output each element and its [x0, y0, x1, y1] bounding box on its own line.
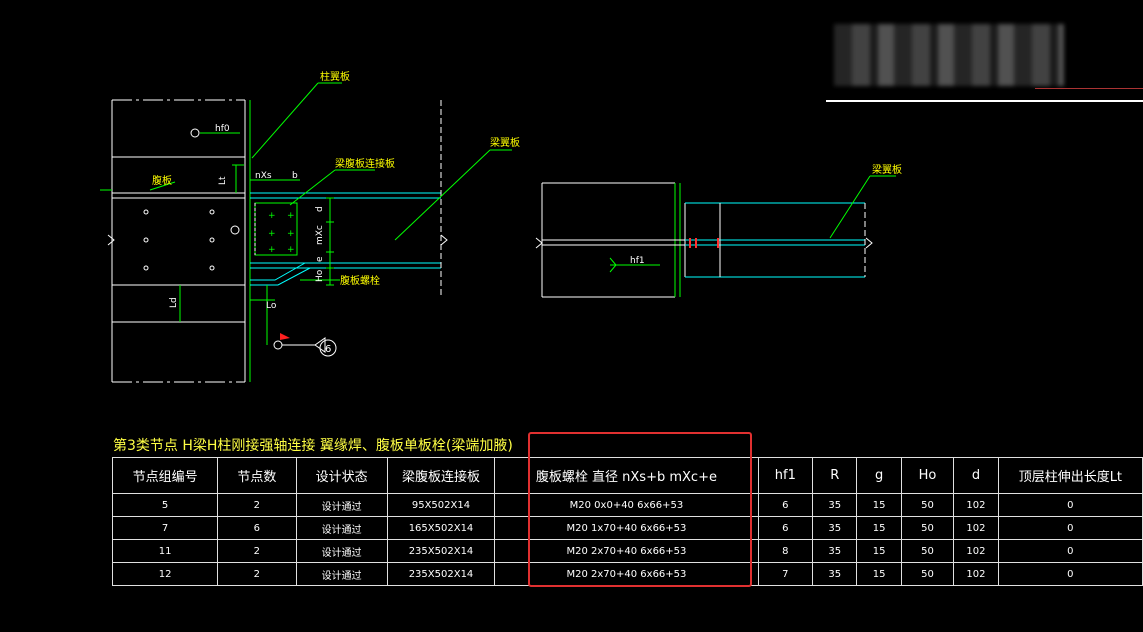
table-cell: 6	[217, 516, 297, 540]
table-cell: 2	[217, 539, 297, 563]
col-header: 节点组编号	[111, 457, 219, 494]
table-cell: 6	[757, 493, 814, 517]
svg-text:+: +	[268, 245, 276, 255]
node-table: 节点组编号 节点数 设计状态 梁腹板连接板 腹板螺栓 直径 nXs+b mXc+…	[111, 457, 1143, 586]
table-cell: 0	[997, 493, 1143, 517]
col-header: 节点数	[217, 457, 297, 494]
table-cell: 102	[953, 562, 999, 586]
table-cell: 102	[953, 539, 999, 563]
table-cell: M20 1x70+40 6x66+53	[494, 516, 759, 540]
col-header: hf1	[757, 457, 814, 494]
table-cell: 35	[812, 493, 858, 517]
table-row: 7 6 设计通过 165X502X14 M20 1x70+40 6x66+53 …	[111, 516, 1143, 540]
beam-flange-label: 梁翼板	[490, 136, 520, 149]
table-cell: 7	[757, 562, 814, 586]
dim-ns-label: nXs	[255, 171, 272, 181]
web-plate-label: 梁腹板连接板	[335, 157, 395, 170]
weld-symbol-label: 6	[325, 344, 331, 355]
table-cell: 11	[111, 539, 219, 563]
table-header-row: 节点组编号 节点数 设计状态 梁腹板连接板 腹板螺栓 直径 nXs+b mXc+…	[111, 457, 1143, 494]
table-cell: 15	[856, 493, 902, 517]
table-cell: 0	[997, 562, 1143, 586]
table-cell: 15	[856, 516, 902, 540]
svg-text:+: +	[287, 229, 295, 239]
beam-flange-right-label: 梁翼板	[872, 163, 902, 176]
table-cell: 35	[812, 562, 858, 586]
table-cell: 50	[900, 539, 955, 563]
table-row: 11 2 设计通过 235X502X14 M20 2x70+40 6x66+53…	[111, 539, 1143, 563]
hf0-label: hf0	[215, 124, 230, 134]
left-connection-detail: + + + + + + Lt	[100, 70, 520, 383]
title-underline	[826, 100, 1143, 102]
table-cell: 15	[856, 539, 902, 563]
dim-ho-label: Ho	[315, 269, 325, 282]
table-cell: 50	[900, 516, 955, 540]
svg-text:+: +	[287, 245, 295, 255]
table-cell: 165X502X14	[386, 516, 496, 540]
svg-text:+: +	[287, 211, 295, 221]
svg-text:+: +	[268, 229, 276, 239]
title-red-line	[1035, 88, 1143, 89]
table-cell: 2	[217, 493, 297, 517]
dim-lo-label: Lo	[266, 301, 277, 311]
column-flange-label: 柱翼板	[320, 70, 350, 83]
dim-ld-label: Ld	[169, 297, 179, 308]
col-header: d	[953, 457, 999, 494]
col-header: R	[812, 457, 858, 494]
table-cell: 设计通过	[295, 562, 388, 586]
redacted-title-block	[834, 24, 1064, 86]
table-cell: 102	[953, 516, 999, 540]
col-header: 顶层柱伸出长度Lt	[997, 457, 1143, 494]
table-cell: 设计通过	[295, 539, 388, 563]
table-cell: 95X502X14	[386, 493, 496, 517]
table-cell: 0	[997, 516, 1143, 540]
table-cell: 35	[812, 539, 858, 563]
dim-b-label: b	[292, 171, 298, 181]
table-cell: 35	[812, 516, 858, 540]
table-cell: M20 2x70+40 6x66+53	[494, 562, 759, 586]
table-cell: 5	[111, 493, 219, 517]
col-header: g	[856, 457, 902, 494]
table-cell: 2	[217, 562, 297, 586]
col-header: 梁腹板连接板	[386, 457, 496, 494]
svg-text:+: +	[268, 211, 276, 221]
table-cell: 7	[111, 516, 219, 540]
table-cell: 50	[900, 562, 955, 586]
table-row: 12 2 设计通过 235X502X14 M20 2x70+40 6x66+53…	[111, 562, 1143, 586]
table-cell: 235X502X14	[386, 562, 496, 586]
table-cell: 235X502X14	[386, 539, 496, 563]
table-cell: 12	[111, 562, 219, 586]
hf1-plan-label: hf1	[630, 256, 645, 266]
table-cell: 0	[997, 539, 1143, 563]
table-cell: 102	[953, 493, 999, 517]
table-cell: 设计通过	[295, 493, 388, 517]
table-cell: 6	[757, 516, 814, 540]
table-cell: 15	[856, 562, 902, 586]
col-header: 设计状态	[295, 457, 388, 494]
dim-e-label: e	[315, 256, 325, 262]
table-cell: 50	[900, 493, 955, 517]
highlight-box-web-bolt-column	[528, 432, 752, 587]
col-header: Ho	[900, 457, 955, 494]
dim-lt-label: Lt	[218, 176, 228, 185]
dim-d-label: d	[315, 206, 325, 212]
web-label: 腹板	[152, 174, 172, 187]
table-cell: 8	[757, 539, 814, 563]
table-title: 第3类节点 H梁H柱刚接强轴连接 翼缘焊、腹板单板栓(梁端加腋)	[113, 438, 513, 454]
web-bolt-label: 腹板螺栓	[340, 274, 380, 287]
right-plan-detail: hf1 梁翼板	[535, 163, 902, 298]
table-cell: 设计通过	[295, 516, 388, 540]
col-header: 腹板螺栓 直径 nXs+b mXc+e	[494, 457, 759, 494]
dim-mxc-label: mXc	[315, 225, 325, 245]
